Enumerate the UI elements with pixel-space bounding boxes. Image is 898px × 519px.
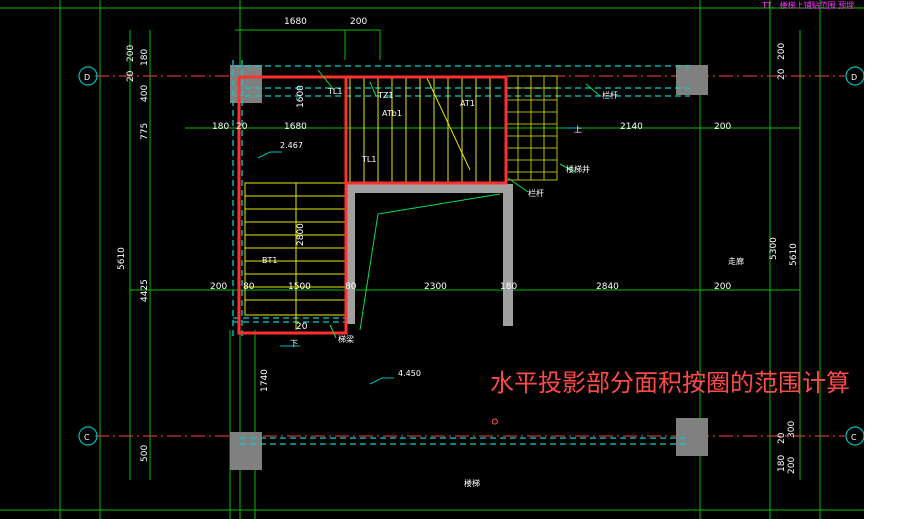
columns: [230, 65, 708, 470]
dim-right-180: 180: [777, 455, 787, 472]
dim-left-4425: 4425: [140, 279, 150, 302]
label-up: 上: [574, 125, 582, 134]
upper-flight: [349, 75, 506, 184]
corner-note: TT、楼梯上铺贴范围 预埋: [762, 1, 855, 10]
level-4450: 4.450: [398, 369, 421, 378]
dim-right-20b: 20: [777, 432, 787, 444]
dim-row2-180: 180: [500, 282, 517, 292]
dim-right-20: 20: [777, 68, 787, 80]
dim-left-775: 775: [140, 123, 150, 140]
label-tl1-lower: TL1: [361, 155, 376, 164]
dim-right-5300: 5300: [769, 237, 779, 260]
dim-top-200: 200: [350, 17, 367, 27]
dim-right-300: 300: [787, 421, 797, 438]
dim-row2-200: 200: [210, 282, 227, 292]
dim-left-400: 400: [140, 85, 150, 102]
dim-v-2800: 2800: [296, 223, 306, 246]
dim-right-5610: 5610: [789, 243, 799, 266]
highlight-outline: [237, 75, 508, 335]
label-bt1: BT1: [262, 256, 277, 265]
dim-bot-20: 20: [296, 322, 308, 332]
dim-right-200: 200: [777, 43, 787, 60]
axis-label-d-right: D: [851, 73, 857, 82]
level-markers: [257, 127, 582, 385]
dim-mid-1680: 1680: [284, 122, 307, 132]
dim-row2-2840: 2840: [596, 282, 619, 292]
dim-left-200: 200: [126, 45, 136, 62]
dim-left-5610: 5610: [117, 247, 127, 270]
grid-lines: [0, 0, 864, 519]
label-atb1: ATb1: [382, 109, 402, 118]
dim-mid-2140: 2140: [620, 122, 643, 132]
cad-canvas: D D C C: [0, 0, 865, 519]
dim-left-20: 20: [126, 70, 136, 82]
label-tl1: TL1: [327, 87, 342, 96]
dashed-walls: [232, 60, 690, 445]
walls: [345, 184, 513, 326]
dim-left-180v: 180: [140, 49, 150, 66]
label-at1: AT1: [460, 99, 475, 108]
axis-lines: [95, 75, 845, 437]
landing-hatch: [504, 75, 558, 181]
label-beam: 梯梁: [338, 334, 354, 344]
dim-row2-80b: 80: [345, 282, 357, 292]
label-handrail: 栏杆: [602, 90, 618, 100]
label-handrail-2: 栏杆: [528, 188, 544, 198]
dim-left-180: 180: [212, 122, 229, 132]
dim-row2-2300: 2300: [424, 282, 447, 292]
dim-left-1740: 1740: [260, 369, 270, 392]
leader-lines: [317, 69, 601, 339]
dim-mid-200: 200: [714, 122, 731, 132]
area-calculation-note-tail: 。: [491, 404, 511, 428]
level-2467: 2.467: [280, 141, 303, 150]
stair-plan-drawing: D D C C: [0, 0, 865, 519]
label-down: 下: [290, 339, 298, 348]
axis-label-c-right: C: [851, 433, 857, 442]
label-stairwell: 楼梯: [464, 478, 480, 488]
dim-row2-200b: 200: [714, 282, 731, 292]
area-calculation-note: 水平投影部分面积按圈的范围计算: [490, 369, 850, 397]
label-hatch: 楼梯井: [566, 164, 590, 174]
lower-flight: [244, 182, 346, 330]
axis-label-c-left: C: [84, 433, 90, 442]
dim-right-200b: 200: [787, 457, 797, 474]
dim-row2-1500: 1500: [288, 282, 311, 292]
dim-mid-20: 20: [236, 122, 248, 132]
label-corridor: 走廊: [728, 256, 744, 266]
axis-label-d-left: D: [84, 73, 90, 82]
dim-left-500: 500: [140, 445, 150, 462]
dim-row2-80: 80: [243, 282, 255, 292]
dim-v-1600: 1600: [296, 85, 306, 108]
dim-top-1680: 1680: [284, 17, 307, 27]
label-tz1: TZ1: [377, 91, 393, 100]
